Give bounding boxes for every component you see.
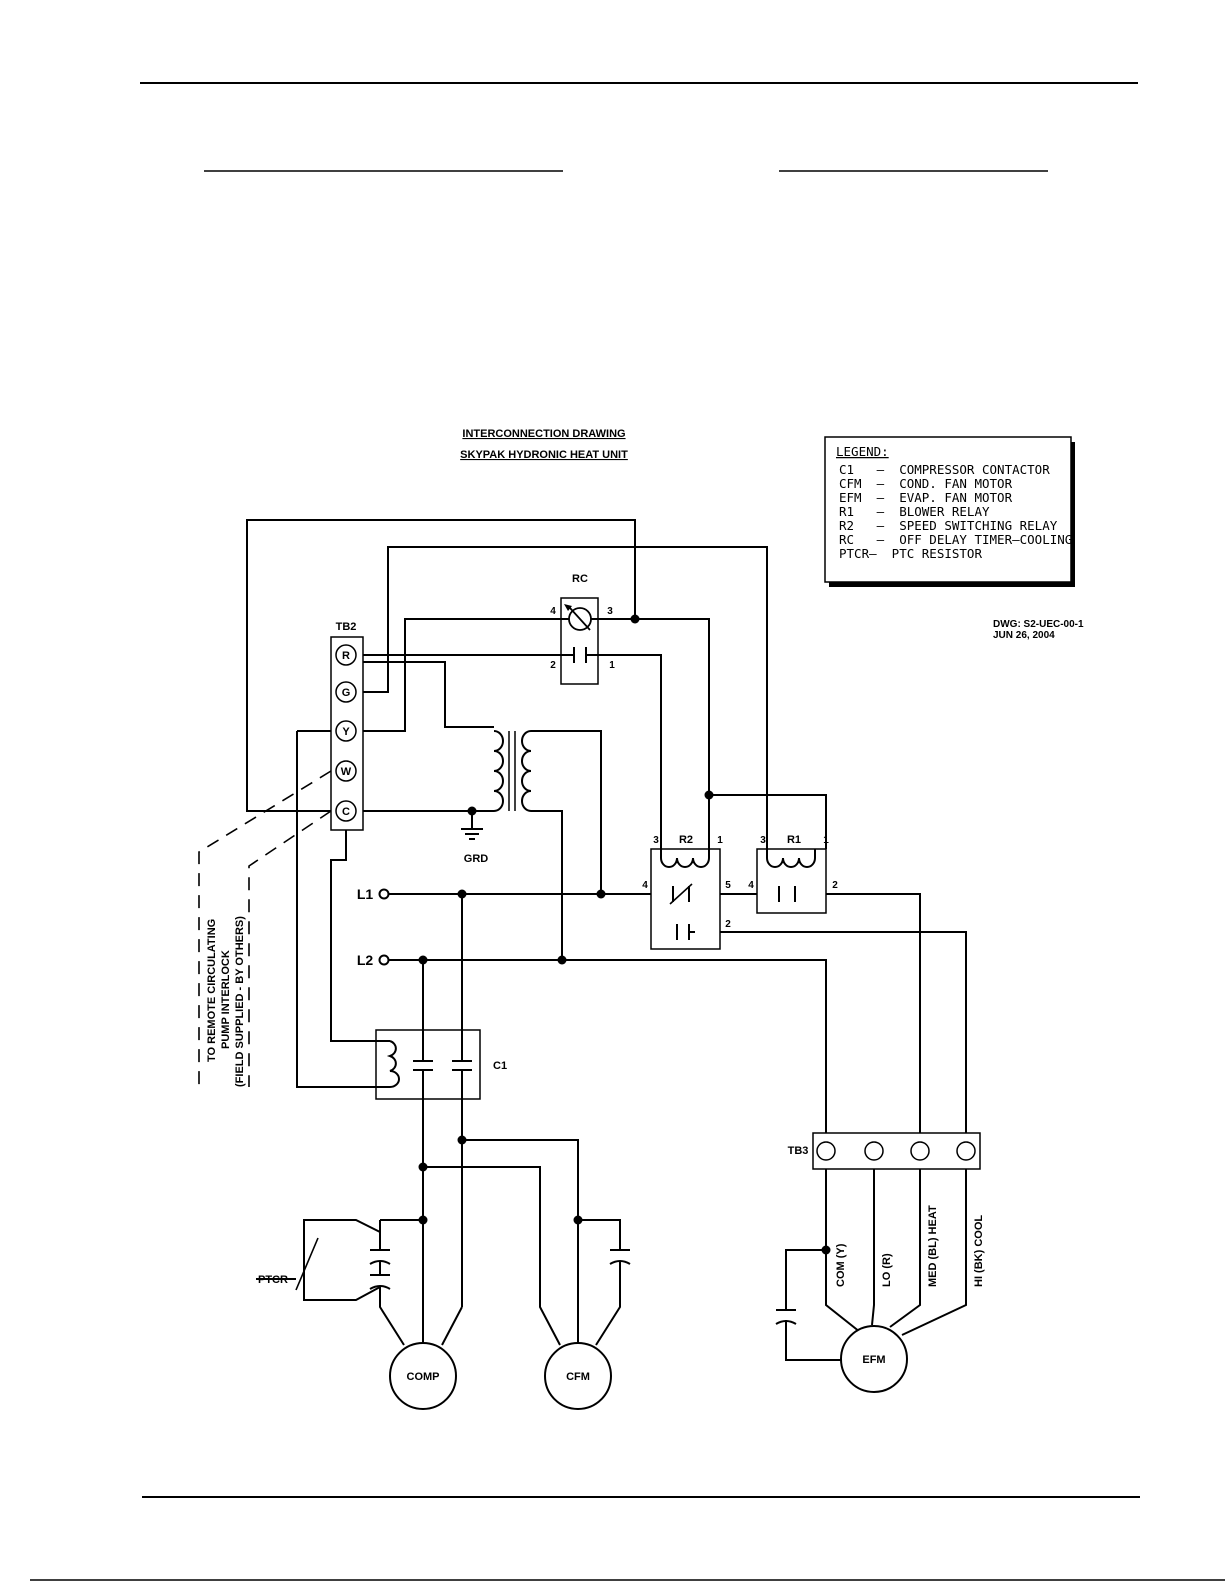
dwg-date: JUN 26, 2004 bbox=[993, 630, 1055, 641]
r2-pin-3: 3 bbox=[653, 835, 659, 846]
r1-label: R1 bbox=[787, 834, 801, 846]
tb2-terminal-block: TB2 R G Y W C bbox=[330, 621, 364, 831]
legend-item: R2 — SPEED SWITCHING RELAY bbox=[839, 518, 1058, 533]
drawing-title: INTERCONNECTION DRAWING bbox=[462, 428, 625, 440]
tb3-terminal-block: TB3 bbox=[788, 1132, 981, 1170]
tb3-label: TB3 bbox=[788, 1145, 809, 1157]
rc-timer: RC 4 3 2 1 bbox=[550, 573, 615, 685]
page-rules bbox=[30, 82, 1225, 1581]
rc-pin-1: 1 bbox=[609, 660, 615, 671]
remote-interlock-note: TO REMOTE CIRCULATING PUMP INTERLOCK (FI… bbox=[206, 916, 246, 1087]
r1-relay: R1 3 1 4 2 bbox=[748, 834, 838, 914]
legend-item: PTCR— PTC RESISTOR bbox=[839, 546, 982, 561]
legend-heading: LEGEND: bbox=[836, 444, 889, 459]
tb2-terminal-c: C bbox=[342, 806, 350, 818]
evap-fan-motor: EFM bbox=[840, 1325, 908, 1393]
ground-label: GRD bbox=[464, 853, 489, 865]
rc-label: RC bbox=[572, 573, 588, 585]
r2-relay: R2 3 1 4 5 2 bbox=[642, 834, 731, 950]
tb2-terminal-y: Y bbox=[342, 726, 350, 738]
r2-pin-5: 5 bbox=[725, 880, 731, 891]
legend-item: R1 — BLOWER RELAY bbox=[839, 504, 990, 519]
tb2-terminal-w: W bbox=[341, 766, 352, 778]
wires bbox=[246, 519, 967, 1361]
rc-pin-4: 4 bbox=[550, 606, 556, 617]
remote-interlock-leads bbox=[198, 770, 332, 1087]
remote-note-line: (FIELD SUPPLIED - BY OTHERS) bbox=[234, 916, 246, 1087]
r1-pin-2: 2 bbox=[832, 880, 838, 891]
compressor-motor: COMP bbox=[389, 1342, 457, 1410]
cfm-label: CFM bbox=[566, 1371, 590, 1383]
lead-lo: LO (R) bbox=[881, 1253, 893, 1287]
efm-label: EFM bbox=[862, 1354, 885, 1366]
r1-pin-4: 4 bbox=[748, 880, 754, 891]
c1-contactor: C1 bbox=[375, 1029, 507, 1100]
r1-pin-3: 3 bbox=[760, 835, 766, 846]
remote-note-line: PUMP INTERLOCK bbox=[220, 950, 232, 1049]
condenser-fan-motor: CFM bbox=[544, 1342, 612, 1410]
drawing-subtitle: SKYPAK HYDRONIC HEAT UNIT bbox=[460, 449, 628, 461]
legend-item: CFM — COND. FAN MOTOR bbox=[839, 476, 1013, 491]
r2-label: R2 bbox=[679, 834, 693, 846]
r1-pin-1: 1 bbox=[823, 835, 829, 846]
line-terminals: L1 L2 bbox=[357, 886, 390, 968]
rc-pin-2: 2 bbox=[550, 660, 556, 671]
r2-pin-4: 4 bbox=[642, 880, 648, 891]
legend-item: C1 — COMPRESSOR CONTACTOR bbox=[839, 462, 1050, 477]
legend-box: LEGEND: C1 — COMPRESSOR CONTACTOR CFM — … bbox=[824, 436, 1075, 587]
remote-note-line: TO REMOTE CIRCULATING bbox=[206, 919, 218, 1062]
comp-label: COMP bbox=[407, 1371, 440, 1383]
r2-pin-1: 1 bbox=[717, 835, 723, 846]
capacitors bbox=[369, 1249, 797, 1325]
lead-hi: HI (BK) COOL bbox=[973, 1215, 985, 1287]
l1-label: L1 bbox=[357, 886, 374, 902]
lead-med: MED (BL) HEAT bbox=[927, 1205, 939, 1287]
rc-pin-3: 3 bbox=[607, 606, 613, 617]
c1-label: C1 bbox=[493, 1060, 507, 1072]
junction-dots bbox=[418, 614, 831, 1255]
tb2-terminal-g: G bbox=[342, 687, 351, 699]
legend-item: RC — OFF DELAY TIMER—COOLING bbox=[839, 532, 1072, 547]
efm-lead-labels: COM (Y) LO (R) MED (BL) HEAT HI (BK) COO… bbox=[835, 1205, 985, 1287]
legend-item: EFM — EVAP. FAN MOTOR bbox=[839, 490, 1013, 505]
ptcr-label: PTCR bbox=[258, 1274, 288, 1286]
lead-com: COM (Y) bbox=[835, 1243, 847, 1287]
tb2-label: TB2 bbox=[336, 621, 357, 633]
tb2-terminal-r: R bbox=[342, 650, 350, 662]
l2-label: L2 bbox=[357, 952, 374, 968]
transformer bbox=[493, 730, 532, 812]
r2-pin-2: 2 bbox=[725, 919, 731, 930]
dwg-number: DWG: S2-UEC-00-1 bbox=[993, 619, 1084, 630]
